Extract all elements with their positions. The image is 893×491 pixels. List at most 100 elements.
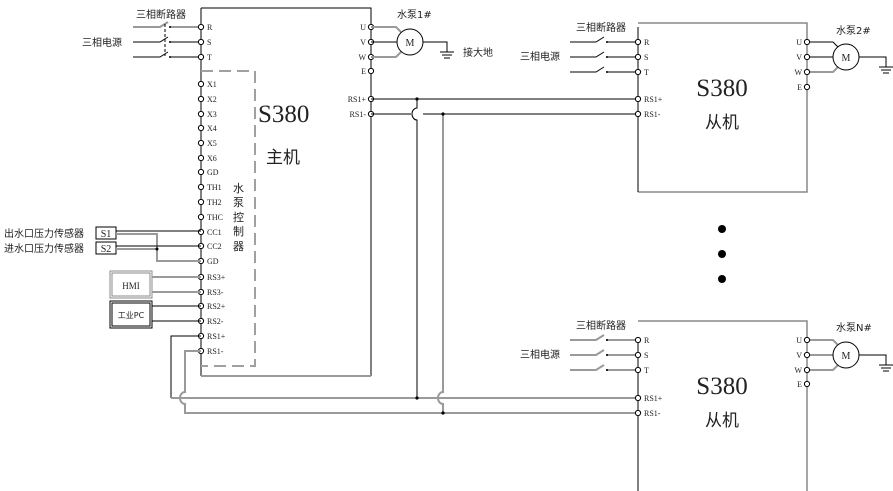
terminal-connector [197,95,205,103]
terminal-label: S [207,38,211,47]
terminal-label: V [796,351,802,360]
terminal-connector [197,183,205,191]
svg-text:进水口压力传感器: 进水口压力传感器 [4,242,84,255]
controller-dashed-box [201,70,256,367]
svg-text:泵: 泵 [233,196,244,209]
terminal-connector [197,168,205,176]
terminal-connector [803,53,811,61]
slave2-role-label: 从机 [705,113,739,133]
terminal-connector [634,38,642,46]
terminal-label: X3 [207,110,217,119]
terminal-label: E [797,380,802,389]
svg-text:M: M [842,53,851,64]
terminal-connector [634,95,642,103]
terminal-label: T [207,53,212,62]
sensor-s1: 出水口压力传感器 S1 [4,226,201,262]
terminal-label: CC2 [207,242,222,251]
terminal-label: T [644,68,649,77]
svg-text:制: 制 [233,225,244,238]
terminal-label: THC [207,213,223,222]
pump1-motor: M [371,26,454,59]
slave2-breaker-label: 三相断路器 [576,21,626,34]
terminal-label: U [796,336,802,345]
terminal-connector [367,67,375,75]
terminal-connector [197,213,205,221]
slaven-breaker-label: 三相断路器 [576,319,626,332]
terminal-label: RS1+ [644,394,663,403]
ground-label: 接大地 [463,46,493,59]
hmi-device: HMI [109,270,201,299]
svg-text:器: 器 [233,240,244,253]
svg-text:工业PC: 工业PC [118,310,145,320]
pumpn-label: 水泵N# [836,322,872,334]
terminal-label: T [644,366,649,375]
terminal-label: RS1- [644,110,661,119]
terminal-label: V [360,38,366,47]
pump2-label: 水泵2# [836,25,871,37]
slave2-left-terminals: RST RS1+ RS1- [634,38,663,119]
terminal-label: RS3- [207,288,224,297]
terminal-connector [634,53,642,61]
terminal-label: W [794,366,802,375]
pumpn-motor: M [807,339,893,372]
ground-icon [879,364,893,372]
terminal-connector [803,336,811,344]
terminal-label: CC1 [207,228,222,237]
terminal-label: X2 [207,95,217,104]
ellipsis-dot [718,250,726,258]
terminal-connector [197,38,205,46]
svg-text:S2: S2 [101,244,112,255]
slave2-model-label: S380 [696,75,747,102]
ellipsis-dot [718,275,726,283]
master-unit: S380 主机 水 泵 控 制 器 三相断路器 三相电源 RSTX1X2X3X4… [82,7,493,377]
terminal-label: RS3+ [207,273,226,282]
terminal-connector [197,110,205,118]
terminal-label: RS2+ [207,302,226,311]
terminal-label: R [644,38,650,47]
sensor-s2: 进水口压力传感器 S2 [4,241,201,255]
terminal-label: GD [207,257,219,266]
terminal-label: W [794,68,802,77]
terminal-label: R [644,336,650,345]
master-breaker-switch [133,21,201,58]
pump1-label: 水泵1# [397,9,432,21]
terminal-label: RS1- [207,347,224,356]
terminal-label: TH2 [207,198,222,207]
terminal-label: S [644,53,648,62]
terminal-label: TH1 [207,183,222,192]
slaven-model-label: S380 [696,373,747,400]
terminal-label: V [796,53,802,62]
terminal-label: RS2- [207,317,224,326]
terminal-connector [197,80,205,88]
terminal-connector [197,228,205,236]
terminal-connector [634,68,642,76]
terminal-connector [197,154,205,162]
master-box-outline [201,7,372,376]
terminal-connector [634,351,642,359]
terminal-connector [197,198,205,206]
terminal-connector [803,83,811,91]
terminal-label: RS1+ [644,95,663,104]
svg-text:出水口压力传感器: 出水口压力传感器 [4,227,84,240]
terminal-connector [803,351,811,359]
svg-text:水: 水 [233,182,244,195]
slaven-breaker-switch [570,334,638,371]
svg-text:M: M [406,38,415,49]
pump2-motor: M [807,41,893,74]
rs485-bus [170,97,638,415]
controller-label: 水 泵 控 制 器 [233,182,244,253]
more-slaves-ellipsis [718,225,726,283]
terminal-connector [634,409,642,417]
master-left-terminals: RSTX1X2X3X4X5X6GDTH1TH2THCCC1CC2GDRS3+RS… [197,23,226,356]
svg-text:控: 控 [233,210,244,224]
terminal-connector [803,38,811,46]
terminal-label: RS1- [644,409,661,418]
terminal-label: RS1+ [207,332,226,341]
terminal-connector [803,68,811,76]
terminal-label: W [358,53,366,62]
svg-text:S1: S1 [101,229,112,240]
master-power-label: 三相电源 [82,36,122,49]
